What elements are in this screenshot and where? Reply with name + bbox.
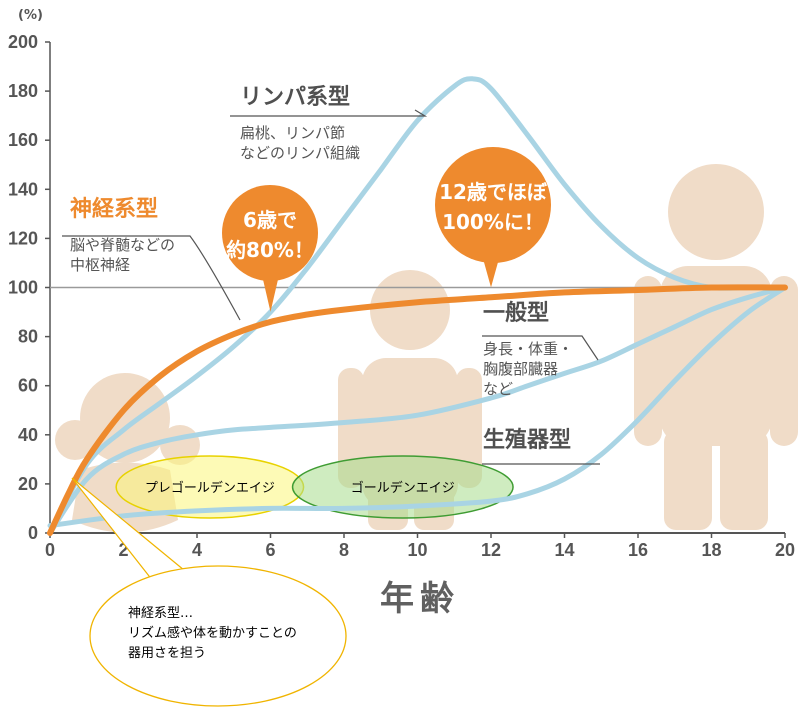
annotation-bubble-text: 約80%！: [226, 238, 314, 262]
series-label-arrow: [62, 235, 241, 321]
chart-series: [47, 76, 788, 536]
y-tick-label: 160: [8, 130, 38, 150]
series-description: 中枢神経: [70, 256, 130, 274]
annotation-bubble-tail: [261, 273, 280, 312]
series-description: 扁桃、リンパ節: [240, 124, 345, 142]
adult-torso: [660, 266, 772, 446]
age-range-label: プレゴールデンエイジ: [145, 480, 275, 496]
y-tick-label: 40: [18, 425, 38, 445]
series-label: 生殖器型: [483, 427, 571, 453]
callout-text: リズム感や体を動かすことの: [128, 625, 297, 641]
y-tick-label: 80: [18, 327, 38, 347]
child-head: [370, 270, 450, 350]
series-line: [47, 285, 788, 536]
series-line: [47, 76, 788, 536]
y-tick-label: 0: [28, 523, 38, 543]
y-tick-label: 140: [8, 179, 38, 199]
series-label: 一般型: [483, 300, 549, 326]
baby-hand-left: [55, 420, 95, 460]
y-tick-label: 200: [8, 32, 38, 52]
x-tick-label: 20: [775, 540, 795, 560]
adult-arm-right: [770, 276, 798, 446]
x-tick-label: 2: [118, 540, 128, 560]
callout-ellipse: [89, 565, 347, 707]
series-description: 胸腹部臓器: [483, 360, 558, 378]
series-description: など: [483, 380, 513, 398]
series-description: 身長・体重・: [483, 340, 573, 358]
annotation-bubble: [222, 185, 318, 281]
child-arm-right: [456, 368, 482, 488]
series-description: 脳や脊髄などの: [70, 236, 175, 254]
series-label-arrow: [230, 109, 428, 117]
callout-pointer-mask: [159, 573, 191, 592]
y-tick-label: 120: [8, 228, 38, 248]
x-tick-label: 12: [481, 540, 501, 560]
x-tick-label: 6: [265, 540, 275, 560]
y-tick-label: 100: [8, 278, 38, 298]
x-tick-label: 0: [45, 540, 55, 560]
series-label: 神経系型: [70, 196, 158, 222]
y-tick-label: 180: [8, 81, 38, 101]
age-range-label: ゴールデンエイジ: [351, 480, 455, 496]
annotation-bubble-tail: [482, 255, 500, 288]
x-tick-label: 18: [701, 540, 721, 560]
annotation-bubble-text: 100%に！: [442, 210, 544, 234]
x-tick-label: 4: [192, 540, 202, 560]
x-tick-label: 10: [407, 540, 427, 560]
series-description: などのリンパ組織: [240, 144, 360, 162]
series-labels: リンパ系型扁桃、リンパ節などのリンパ組織神経系型脳や脊髄などの中枢神経一般型身長…: [62, 85, 600, 465]
x-tick-label: 16: [628, 540, 648, 560]
adult-leg-right: [720, 430, 768, 530]
x-axis-title: 年齢: [380, 579, 460, 619]
x-tick-label: 14: [554, 540, 574, 560]
callout-pointer: [71, 477, 191, 591]
y-axis-unit: (%): [18, 8, 43, 23]
annotation-bubble-text: 12歳でほぼ: [439, 180, 548, 204]
callout-text: 神経系型…: [128, 606, 193, 621]
series-line: [47, 284, 788, 536]
y-tick-label: 60: [18, 376, 38, 396]
adult-leg-left: [664, 430, 712, 530]
annotation-bubble: [435, 147, 551, 263]
series-line: [47, 285, 788, 529]
x-tick-label: 8: [339, 540, 349, 560]
annotation-bubble-text: 6歳で: [243, 208, 297, 232]
y-tick-label: 20: [18, 474, 38, 494]
callout-text: 器用さを担う: [128, 646, 206, 661]
series-label: リンパ系型: [240, 85, 350, 110]
series-label-arrow: [482, 335, 599, 361]
adult-head: [668, 164, 764, 260]
